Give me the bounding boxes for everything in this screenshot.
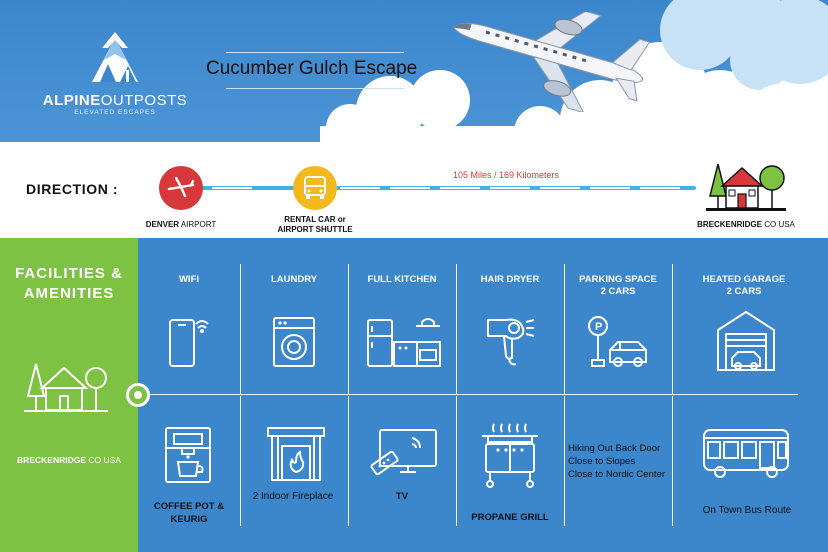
direction-label: DIRECTION :	[26, 181, 119, 197]
wifi-title: WIFI	[178, 274, 200, 285]
breckenridge-label: BRECKENRIDGE CO USA	[684, 220, 808, 230]
grid-divider	[348, 264, 349, 394]
route-dash	[490, 187, 530, 189]
sidebar-location-rest: CO USA	[86, 455, 121, 465]
breck-rest: CO USA	[762, 220, 795, 229]
mountain-logo-icon	[92, 32, 138, 82]
hiking-line1: Hiking Out Back Door	[568, 443, 661, 454]
grid-row-divider	[138, 394, 798, 395]
connector-dot	[126, 383, 150, 407]
garage-title: HEATED GARAGE 2 CARS	[672, 274, 816, 298]
page-title: Cucumber Gulch Escape	[206, 58, 418, 79]
kitchen-icon	[367, 318, 441, 367]
route-dash	[440, 187, 480, 189]
route-dash	[390, 187, 430, 189]
garage-title-line1: HEATED GARAGE	[702, 274, 786, 285]
route-dash	[340, 187, 380, 189]
title-rule-top	[226, 52, 404, 53]
svg-text:P: P	[595, 321, 602, 333]
route-dash	[212, 187, 252, 189]
airplane-illustration	[453, 12, 650, 112]
parking-title-line1: PARKING SPACE	[579, 274, 657, 285]
hiking-line2: Close to Slopes	[568, 456, 636, 467]
facilities-panel: FACILITIES & AMENITIES BRECKENRIDGE CO U…	[0, 238, 138, 552]
shuttle-label: RENTAL CAR or AIRPORT SHUTTLE	[262, 215, 368, 235]
breck-bold: BRECKENRIDGE	[697, 220, 762, 229]
fireplace-icon	[267, 427, 325, 481]
grid-divider	[672, 396, 673, 526]
washing-machine-icon	[273, 317, 315, 367]
car-icon	[293, 166, 337, 210]
hair-dryer-icon	[487, 318, 535, 366]
hairdryer-title: HAIR DRYER	[480, 274, 540, 285]
coffee-maker-icon	[165, 427, 211, 483]
house-icon	[706, 163, 786, 211]
amenities-grid: WIFI LAUNDRY FULL KITCHEN	[138, 238, 828, 552]
clouds-background	[320, 0, 828, 142]
parking-title: PARKING SPACE 2 CARS	[564, 274, 672, 298]
alpine-outposts-logo: ALPINEOUTPOSTS ELEVATED ESCAPES	[40, 30, 190, 120]
denver-rest: AIRPORT	[179, 220, 217, 229]
grid-divider	[564, 396, 565, 526]
grill-label: PROPANE GRILL	[471, 512, 549, 523]
fireplace-label: 2 Indoor Fireplace	[252, 491, 334, 502]
header-banner: ALPINEOUTPOSTS ELEVATED ESCAPES Cucumber…	[0, 0, 828, 142]
house-outline-icon	[24, 363, 108, 412]
phone-wifi-icon	[169, 319, 209, 367]
grid-divider	[456, 396, 457, 526]
route-dash	[540, 187, 580, 189]
tv-icon	[370, 429, 437, 476]
route-dash	[640, 187, 680, 189]
title-rule-bottom	[226, 88, 404, 89]
kitchen-title: FULL KITCHEN	[367, 274, 437, 285]
airplane-icon	[159, 166, 203, 210]
grid-divider	[564, 264, 565, 394]
shuttle-line1: RENTAL CAR or	[284, 215, 346, 224]
bus-label: On Town Bus Route	[702, 505, 792, 516]
distance-label: 105 Miles / 169 Kilometers	[453, 170, 560, 180]
logo-word-bold: ALPINE	[42, 92, 101, 109]
grid-divider	[240, 396, 241, 526]
logo-tagline: ELEVATED ESCAPES	[74, 109, 156, 116]
logo-word-thin: OUTPOSTS	[100, 92, 188, 109]
denver-airport-label: DENVER AIRPORT	[138, 220, 224, 230]
grid-divider	[348, 396, 349, 526]
grid-divider	[240, 264, 241, 394]
sidebar-location-bold: BRECKENRIDGE	[17, 455, 86, 465]
hiking-line3: Close to Nordic Center	[568, 469, 666, 480]
coffee-line2: KEURIG	[170, 514, 208, 525]
grid-divider	[672, 264, 673, 394]
sidebar-location: BRECKENRIDGE CO USA	[0, 455, 138, 465]
grill-icon	[482, 423, 538, 488]
parking-icon: P	[588, 316, 647, 367]
parking-title-line2: 2 CARS	[600, 286, 636, 297]
coffee-line1: COFFEE POT &	[153, 501, 225, 512]
facilities-title: FACILITIES & AMENITIES	[0, 264, 138, 304]
tv-label: TV	[395, 491, 409, 502]
garage-title-line2: 2 CARS	[726, 286, 762, 297]
coffee-label: COFFEE POT & KEURIG	[138, 500, 240, 526]
shuttle-line2: AIRPORT SHUTTLE	[277, 225, 353, 234]
garage-icon	[717, 310, 775, 371]
direction-band: DIRECTION : 105 Miles / 169 Kilometers D…	[0, 142, 828, 238]
route-dash	[590, 187, 630, 189]
laundry-title: LAUNDRY	[270, 274, 318, 285]
facilities-title-line1: FACILITIES &	[15, 265, 123, 282]
hiking-notes: Hiking Out Back Door Close to Slopes Clo…	[568, 442, 674, 481]
facilities-title-line2: AMENITIES	[23, 285, 115, 302]
bus-icon	[703, 429, 789, 478]
denver-bold: DENVER	[145, 220, 180, 229]
grid-divider	[456, 264, 457, 394]
